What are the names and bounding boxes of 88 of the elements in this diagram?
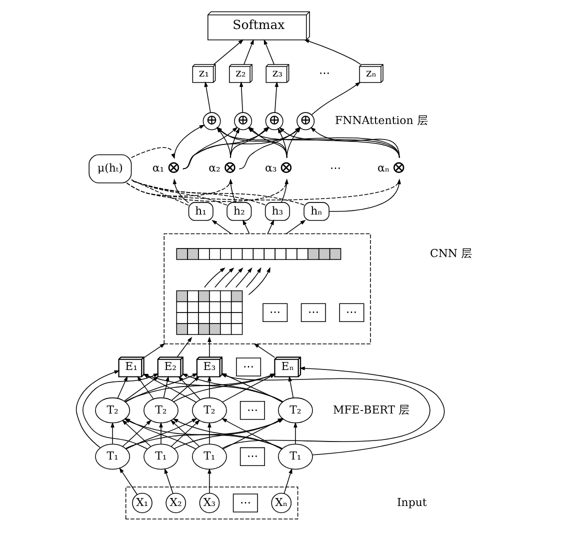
node-ellipse: T₁ <box>278 444 313 470</box>
node-ellipse: T₁ <box>192 444 227 470</box>
arrow <box>284 468 292 494</box>
arrow <box>264 39 274 65</box>
node-box: ⋯ <box>232 494 258 512</box>
node-box: ⋯ <box>240 400 265 420</box>
node-circle: ⊕ <box>296 112 315 130</box>
arrow <box>212 220 232 234</box>
label: CNN 层 <box>430 246 472 260</box>
cluster <box>125 486 298 520</box>
arrow <box>117 376 128 399</box>
label: ⋯ <box>330 162 341 175</box>
arrow <box>225 267 244 288</box>
arrow <box>208 376 212 398</box>
arrow <box>174 124 205 158</box>
arrow <box>119 467 138 496</box>
node-circle: X₁ <box>132 492 152 514</box>
label: Input <box>396 496 427 509</box>
node-label: α₃ <box>264 162 277 175</box>
node-text: ⊗ <box>166 158 181 178</box>
node-box: h₃ <box>264 202 290 221</box>
connector <box>126 179 400 200</box>
connector <box>131 180 266 206</box>
node-label: αₙ <box>378 162 390 175</box>
arrow <box>244 39 254 65</box>
arrow <box>281 178 288 203</box>
arrow <box>172 178 189 204</box>
node-text: ⊗ <box>279 158 294 178</box>
arrow <box>214 268 234 288</box>
node-text: ⊗ <box>392 158 406 178</box>
node-text: ⊗ <box>222 158 238 178</box>
node-circle: ⊕ <box>265 112 284 130</box>
arrow <box>76 370 120 448</box>
node-box: h₂ <box>226 202 252 221</box>
node-box: μ(hₜ) <box>88 154 132 184</box>
arrow <box>125 373 198 402</box>
label: MFE-BERT 层 <box>332 403 410 416</box>
connector <box>130 179 189 206</box>
node-box: ⋯ <box>240 447 265 466</box>
arrow <box>208 336 212 358</box>
arrow <box>159 422 163 444</box>
node-circle: Xₙ <box>271 492 292 514</box>
node-ellipse: T₁ <box>95 444 130 470</box>
label: FNNAttention 层 <box>335 114 428 128</box>
connector <box>130 147 172 158</box>
node-box: ⋯ <box>300 303 326 322</box>
node-circle: X₂ <box>166 492 186 514</box>
node-box: ⋯ <box>236 358 262 376</box>
arrow <box>304 39 362 65</box>
node-label: α₁ <box>152 162 164 175</box>
arrow <box>248 267 270 296</box>
arrow <box>286 220 306 234</box>
node-box: ⋯ <box>339 303 364 322</box>
arrow <box>143 343 166 358</box>
connector <box>131 180 228 206</box>
arrow <box>235 267 252 288</box>
arrow <box>176 336 192 358</box>
node-box: ⋯ <box>262 303 288 322</box>
node-box: h₁ <box>188 202 214 221</box>
node-ellipse: T₁ <box>144 444 178 470</box>
node-box: hₙ <box>304 202 330 221</box>
arrow <box>213 39 244 65</box>
arrow <box>328 178 401 212</box>
arrow <box>294 422 298 444</box>
arrow <box>311 82 361 116</box>
label: ⋯ <box>318 66 330 80</box>
arrow <box>204 81 211 113</box>
arrow <box>274 81 279 113</box>
arrow <box>246 267 262 288</box>
arrow <box>299 366 444 456</box>
arrow <box>267 219 274 234</box>
node-label: α₂ <box>208 162 220 175</box>
arrow <box>230 128 240 158</box>
arrow <box>288 376 294 398</box>
arrow <box>242 219 250 234</box>
node-circle: ⊕ <box>234 112 252 130</box>
connector <box>131 180 304 206</box>
arrow <box>239 81 244 113</box>
arrow <box>110 422 114 444</box>
arrow <box>228 178 236 203</box>
arrow <box>208 422 212 444</box>
node-circle: ⊕ <box>202 112 221 130</box>
arrow <box>208 468 212 494</box>
node-circle: X₃ <box>199 492 220 514</box>
arrow <box>164 468 174 494</box>
arrow <box>254 343 276 358</box>
arrow <box>204 267 226 288</box>
arrow <box>310 126 400 158</box>
